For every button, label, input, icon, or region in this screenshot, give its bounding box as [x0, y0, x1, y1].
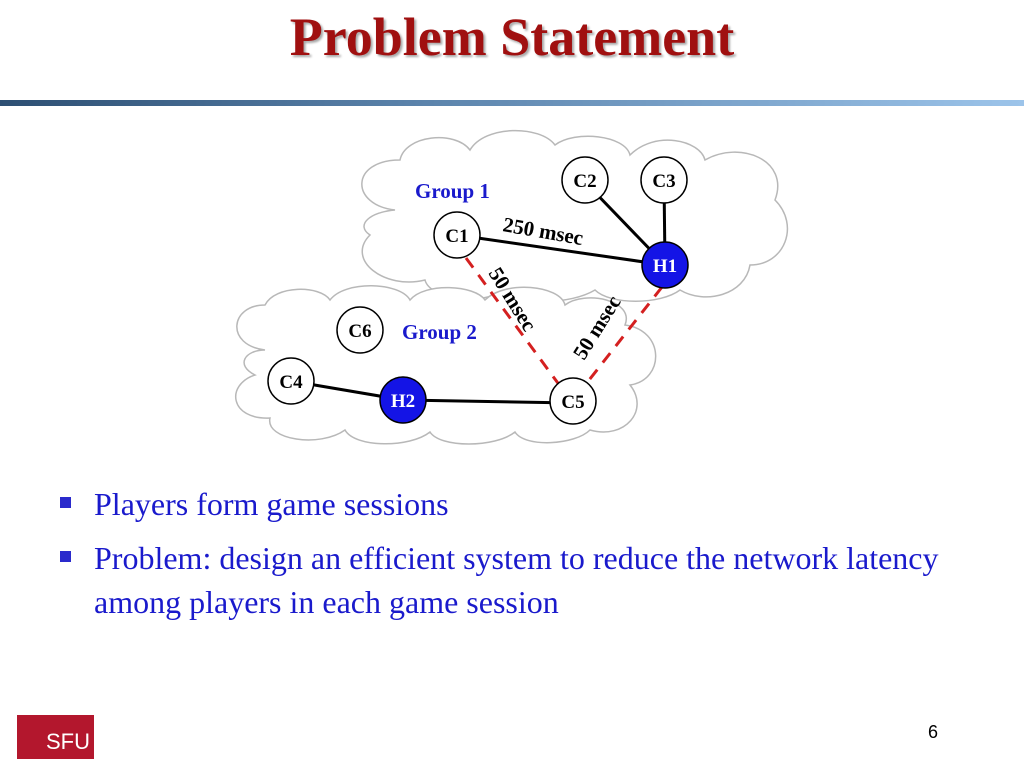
- node-c4-label: C4: [279, 372, 303, 393]
- node-c2-label: C2: [573, 171, 596, 192]
- bullet-list: Players form game sessions Problem: desi…: [56, 482, 976, 634]
- node-c3-label: C3: [652, 171, 675, 192]
- node-c6-label: C6: [348, 321, 371, 342]
- title-underline-gap: [220, 106, 788, 110]
- node-c4: C4: [267, 357, 315, 405]
- node-h1: H1: [641, 241, 689, 289]
- node-c3: C3: [640, 156, 688, 204]
- node-h2-label: H2: [391, 391, 415, 412]
- sfu-logo: SFU: [17, 715, 94, 759]
- node-h1-label: H1: [653, 256, 677, 277]
- node-c5-label: C5: [561, 392, 584, 413]
- bullet-item: Problem: design an efficient system to r…: [56, 536, 976, 624]
- node-c1: C1: [433, 211, 481, 259]
- bullet-square-icon: [60, 497, 71, 508]
- sfu-logo-text: SFU: [46, 729, 90, 754]
- dashed-link-c1-c5: [464, 257, 565, 391]
- title-underline-bar: [0, 100, 1024, 106]
- bullet-text: Players form game sessions: [94, 486, 449, 522]
- link-c1-h1: [456, 233, 666, 267]
- slide-title: Problem Statement: [289, 7, 735, 67]
- node-c6: C6: [336, 306, 384, 354]
- group-1-label: Group 1: [415, 179, 490, 203]
- node-c2: C2: [561, 156, 609, 204]
- node-c5: C5: [549, 377, 597, 425]
- page-number: 6: [927, 722, 938, 742]
- bullet-square-icon: [60, 551, 71, 562]
- link-h2-c5: [402, 398, 574, 405]
- group-2-label: Group 2: [402, 320, 477, 344]
- bullet-text: Problem: design an efficient system to r…: [94, 540, 939, 620]
- group-1-cloud: [361, 129, 789, 302]
- node-c1-label: C1: [445, 226, 468, 247]
- bullet-item: Players form game sessions: [56, 482, 976, 526]
- node-h2: H2: [379, 376, 427, 424]
